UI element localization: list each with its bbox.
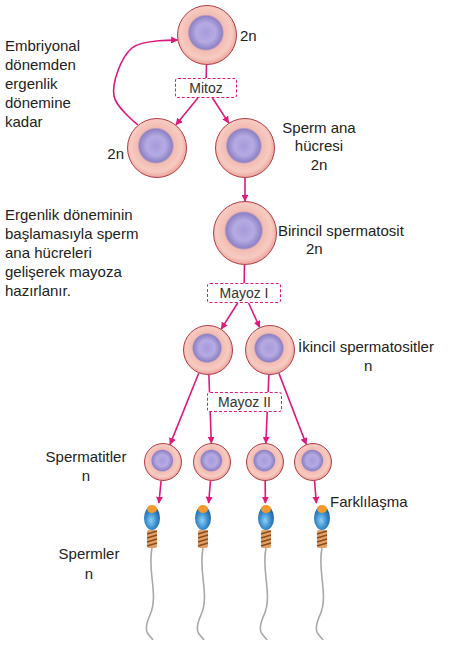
connector-group [114, 40, 317, 503]
midpiece-stripe [198, 543, 208, 546]
midpiece-stripe [147, 535, 157, 538]
cell-circle [294, 443, 332, 481]
sperm-head [144, 506, 160, 530]
arrow-connector [243, 265, 245, 283]
cell-circle: Birincil spermatosit2n [213, 201, 277, 265]
arrow-connector [264, 481, 266, 503]
midpiece-stripe [261, 531, 271, 534]
division-box: Mitoz [175, 78, 237, 98]
midpiece-stripe [261, 539, 271, 542]
sperm-shape [188, 503, 218, 641]
cell-circle [183, 325, 233, 375]
acrosome-cap [198, 505, 208, 513]
cell-label: 2n [278, 156, 360, 174]
cell-circle: 2n [177, 5, 237, 65]
sperm-tail [146, 548, 153, 640]
sperm-cell: Spermlern [137, 503, 167, 641]
midpiece-stripe [147, 539, 157, 542]
cell-label: 2n [98, 145, 124, 163]
cell-label: 2n [306, 240, 323, 258]
midpiece-stripe [317, 543, 327, 546]
sperm-cell [188, 503, 218, 641]
arrow-connector [205, 65, 207, 78]
arrow-connector [176, 98, 198, 125]
cell-label: İkincil spermatositler [298, 338, 434, 356]
sperm-cell [307, 503, 337, 641]
arrow-connector [249, 303, 260, 327]
acrosome-cap [317, 505, 327, 513]
acrosome-cap [261, 505, 271, 513]
arrow-connector [159, 481, 161, 503]
midpiece-stripe [147, 531, 157, 534]
sperm-midpiece [147, 530, 157, 548]
cell-label: Birincil spermatosit [278, 222, 404, 240]
sperm-cell [251, 503, 281, 641]
sperm-midpiece [198, 530, 208, 548]
box-label: Mayoz II [208, 393, 281, 411]
midpiece-stripe [317, 531, 327, 534]
note-text: Ergenlik döneminin başlamasıyla sperm an… [5, 205, 143, 300]
cell-label: Spermler [51, 545, 127, 563]
division-box: Mayoz I [207, 283, 281, 303]
cell-circle: Spermatitlern [144, 443, 182, 481]
arrow-connector [209, 481, 211, 503]
cell-circle: 2n [127, 118, 187, 178]
cell-circle [246, 443, 284, 481]
midpiece-stripe [198, 535, 208, 538]
cell-circle: İkincil spermatositlern [245, 325, 295, 375]
midpiece-stripe [261, 543, 271, 546]
sperm-head [195, 506, 211, 530]
cell-label: 2n [240, 27, 257, 45]
sperm-head [258, 506, 274, 530]
sperm-midpiece [317, 530, 327, 548]
box-label: Mitoz [176, 79, 236, 97]
cell-circle [193, 443, 231, 481]
acrosome-cap [147, 505, 157, 513]
sperm-tail [260, 548, 267, 640]
midpiece-stripe [261, 535, 271, 538]
cell-label: n [51, 565, 127, 583]
midpiece-stripe [198, 539, 208, 542]
sperm-shape [307, 503, 337, 641]
cell-circle: Sperm ana hücresi2n [215, 118, 275, 178]
cell-label: n [41, 467, 131, 485]
arrow-connector [170, 373, 199, 444]
sperm-shape [251, 503, 281, 641]
cell-label: Sperm ana hücresi [278, 119, 360, 155]
arrow-connector [315, 481, 317, 503]
arrow-connector [114, 40, 178, 125]
midpiece-stripe [317, 539, 327, 542]
midpiece-stripe [147, 543, 157, 546]
arrow-connector [213, 98, 229, 123]
cell-label: n [364, 357, 372, 375]
sperm-midpiece [261, 530, 271, 548]
midpiece-stripe [317, 535, 327, 538]
arrow-connector [244, 178, 246, 201]
division-box: Mayoz II [207, 392, 282, 412]
sperm-shape [137, 503, 167, 641]
sperm-tail [197, 548, 204, 640]
midpiece-stripe [198, 531, 208, 534]
sperm-tail [316, 548, 323, 640]
sperm-head [314, 506, 330, 530]
arrow-connector [279, 373, 306, 444]
note-text: Embriyonal dönemden ergenlik dönemine ka… [5, 36, 101, 131]
box-label: Mayoz I [208, 284, 280, 302]
edge-label: Farklılaşma [330, 492, 408, 511]
cell-label: Spermatitler [41, 448, 131, 466]
arrow-connector [221, 303, 237, 329]
